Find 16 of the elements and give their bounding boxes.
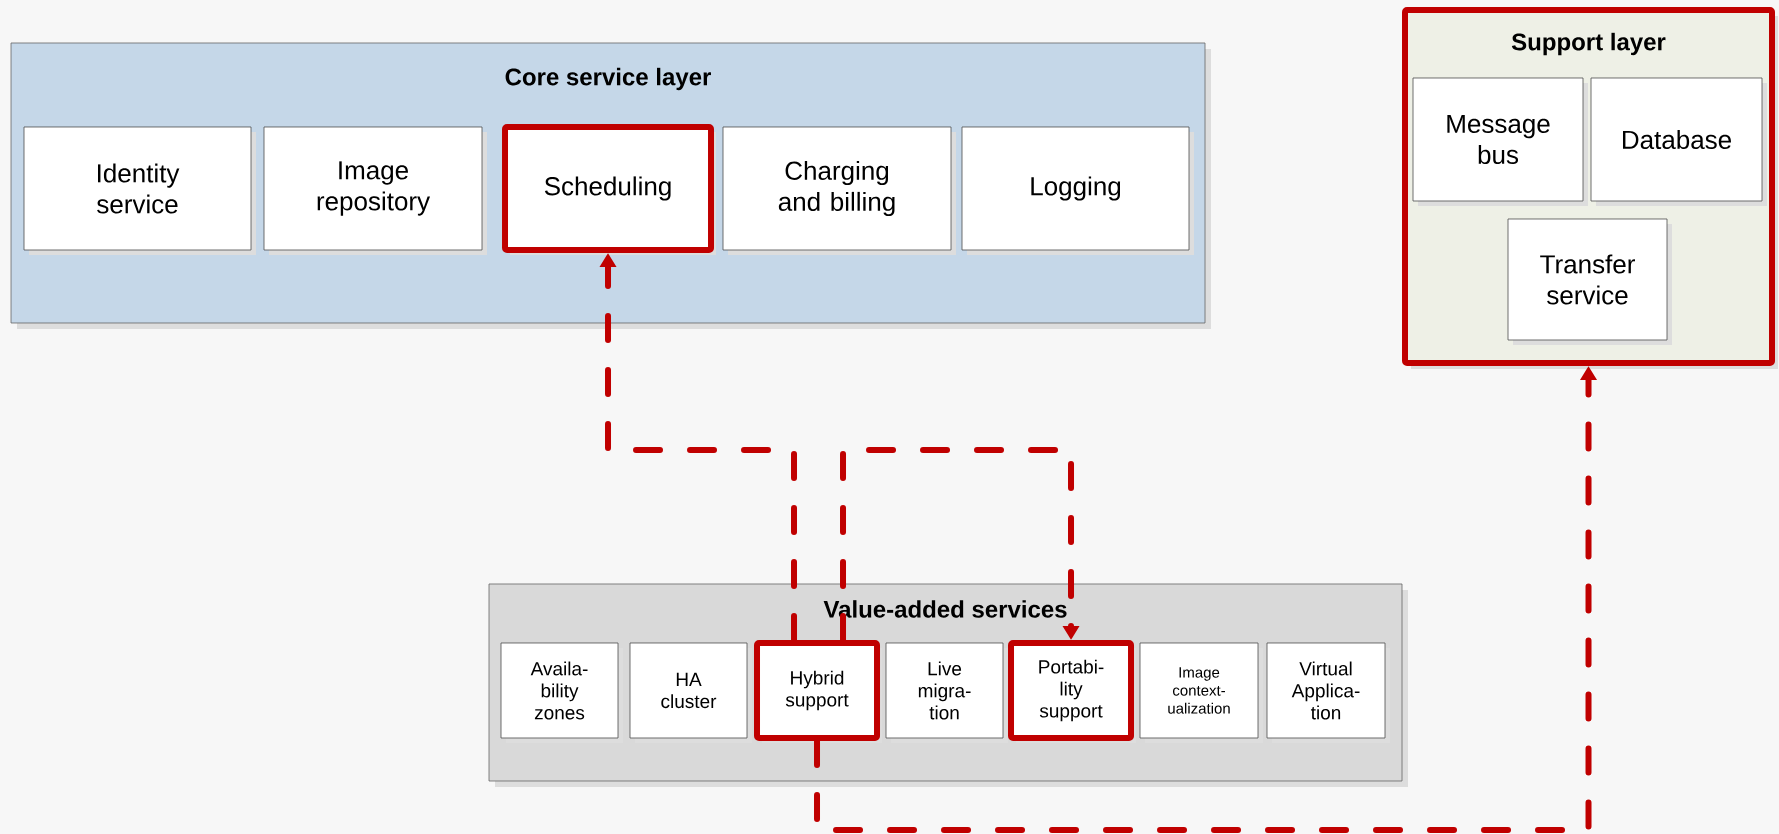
service-box: Hybrid support	[754, 640, 882, 743]
arrow	[840, 447, 1080, 643]
service-box: Message bus	[1412, 77, 1588, 206]
service-box: Image context- ualization	[1139, 642, 1263, 743]
service-box: Transfer service	[1507, 218, 1672, 345]
service-box: Database	[1590, 77, 1767, 206]
service-box: Availa- bility zones	[500, 642, 623, 743]
service-box: Portabi- lity support	[1008, 640, 1136, 743]
service-box: Charging and billing	[722, 126, 956, 255]
service-box: Virtual Applica- tion	[1266, 642, 1390, 743]
service-box: Identity service	[23, 126, 256, 255]
service-box: HA cluster	[629, 642, 752, 743]
service-box: Live migra- tion	[885, 642, 1008, 743]
service-box: Scheduling	[502, 124, 716, 255]
service-box: Image repository	[263, 126, 487, 255]
service-box: Logging	[961, 126, 1194, 255]
